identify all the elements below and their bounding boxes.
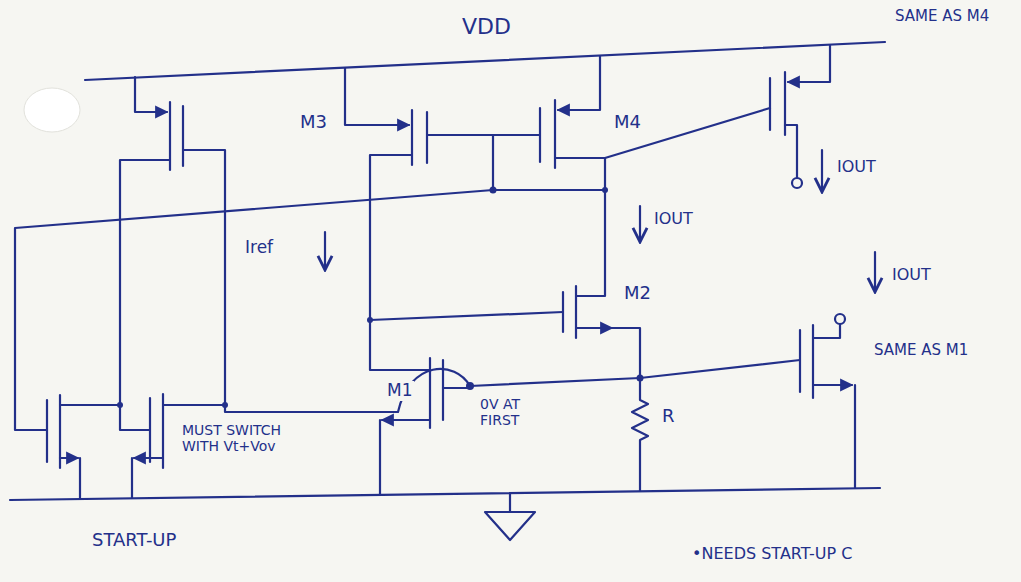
transistor-channel bbox=[575, 286, 577, 338]
gate-wire bbox=[605, 108, 770, 158]
wire bbox=[163, 404, 225, 406]
current-arrow bbox=[639, 206, 641, 242]
wire bbox=[493, 135, 605, 190]
transistor-gate bbox=[799, 330, 801, 392]
current-label: Iref bbox=[243, 238, 275, 258]
junction-dot bbox=[367, 317, 373, 323]
transistor-channel bbox=[411, 110, 413, 165]
ground-rail bbox=[10, 488, 880, 500]
supply-rail bbox=[85, 42, 885, 80]
wire bbox=[370, 155, 430, 370]
component-label: R bbox=[660, 406, 677, 427]
transistor-label: M3 bbox=[298, 112, 329, 133]
transistor-gate bbox=[562, 292, 564, 332]
transistor-source bbox=[345, 68, 409, 125]
gate-wire bbox=[470, 378, 640, 386]
transistor-source bbox=[134, 457, 163, 459]
transistor-source bbox=[576, 327, 612, 329]
junction-dot bbox=[222, 402, 228, 408]
ground-wire bbox=[509, 494, 511, 512]
transistor-channel bbox=[812, 325, 814, 398]
wire bbox=[854, 385, 856, 488]
terminal bbox=[792, 178, 802, 188]
supply-label: VDD bbox=[460, 14, 513, 39]
note: SAME AS M1 bbox=[872, 342, 971, 359]
current-label: IOUT bbox=[652, 210, 695, 228]
transistor-source bbox=[135, 77, 167, 112]
wire bbox=[785, 125, 797, 178]
transistor-label: M2 bbox=[622, 283, 653, 304]
gate-wire bbox=[443, 387, 470, 389]
transistor-gate bbox=[769, 78, 771, 130]
wire bbox=[79, 458, 81, 499]
wire bbox=[813, 324, 840, 338]
current-label: IOUT bbox=[835, 158, 878, 176]
transistor-gate bbox=[149, 398, 151, 462]
wire bbox=[60, 404, 120, 406]
gate-wire bbox=[370, 312, 563, 320]
note: 0V AT FIRST bbox=[478, 396, 562, 428]
transistor-gate bbox=[46, 400, 48, 462]
section-label: START-UP bbox=[90, 530, 178, 551]
wire bbox=[612, 328, 640, 378]
wire bbox=[379, 420, 381, 495]
transistor-label: M4 bbox=[612, 112, 643, 133]
transistor-gate bbox=[426, 112, 428, 163]
transistor-source bbox=[788, 45, 830, 82]
transistor-source bbox=[60, 457, 78, 459]
transistor-gate bbox=[182, 106, 184, 166]
current-arrow bbox=[821, 150, 823, 192]
startup-wire bbox=[15, 190, 493, 430]
note: MUST SWITCH WITH Vt+Vov bbox=[180, 422, 319, 454]
wire bbox=[131, 458, 133, 498]
transistor-source bbox=[382, 419, 430, 421]
current-arrow bbox=[874, 252, 876, 292]
current-label: IOUT bbox=[890, 266, 933, 284]
transistor-source bbox=[558, 56, 600, 110]
gate-wire bbox=[640, 360, 800, 378]
ground-symbol bbox=[485, 512, 535, 540]
current-arrow bbox=[324, 232, 326, 270]
gate-wire bbox=[427, 134, 540, 136]
note: •NEEDS START-UP C bbox=[690, 545, 854, 563]
transistor-label: M1 bbox=[385, 381, 414, 401]
wire bbox=[555, 158, 605, 296]
correction-blot bbox=[24, 88, 80, 132]
transistor-channel bbox=[429, 358, 431, 428]
note: SAME AS M4 bbox=[893, 8, 992, 25]
startup-wire bbox=[183, 150, 470, 412]
transistor-source bbox=[813, 384, 852, 386]
junction-dot bbox=[117, 402, 123, 408]
terminal bbox=[835, 314, 845, 324]
transistor-gate bbox=[539, 108, 541, 162]
wire bbox=[120, 160, 170, 430]
resistor-symbol bbox=[632, 378, 648, 491]
